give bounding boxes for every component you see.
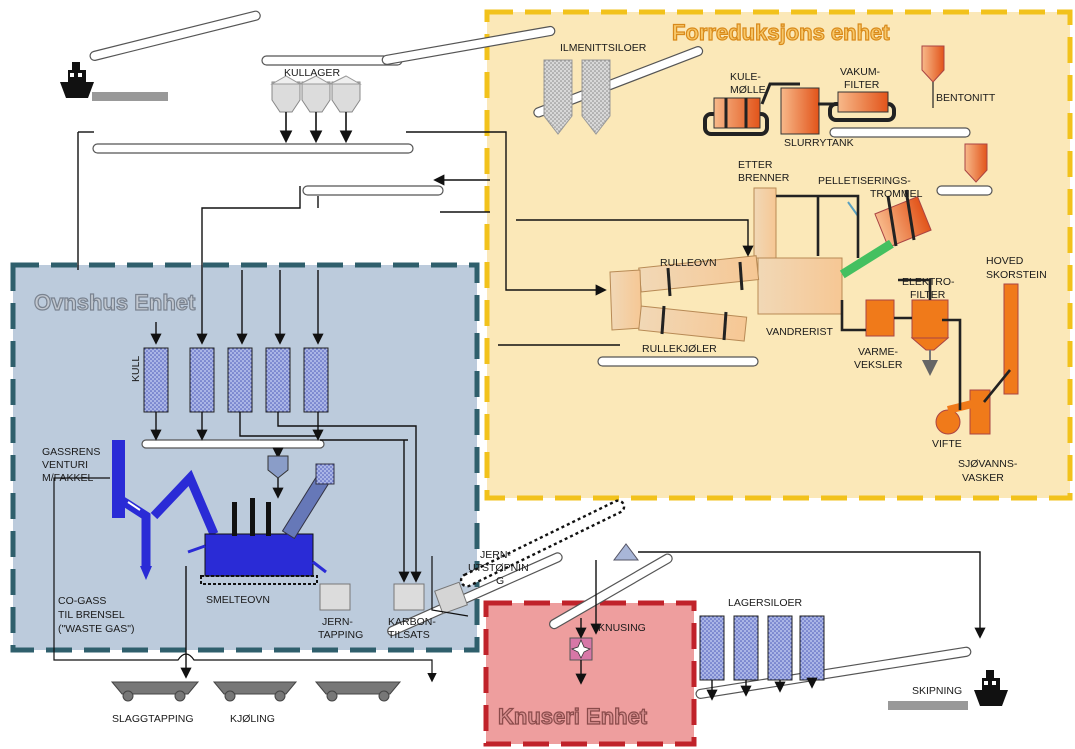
casting-hopper xyxy=(434,581,468,615)
knuseri-arrows xyxy=(575,551,986,685)
pelletising-feed-silo xyxy=(964,143,988,183)
label-jerntapping-2: TAPPING xyxy=(318,629,363,641)
label-jernutstopning-1: JERN- xyxy=(480,549,511,561)
gas-duct-blue xyxy=(115,494,151,566)
label-kull: KULL xyxy=(130,356,142,382)
label-slurrytank: SLURRYTANK xyxy=(784,137,854,149)
ship-icon xyxy=(60,62,94,98)
label-hovedskorstein-1: HOVED xyxy=(986,255,1024,267)
quay-west xyxy=(92,92,168,101)
feed-hopper xyxy=(267,455,289,479)
label-karbontilsats-1: KARBON- xyxy=(388,616,436,628)
ovnshus-silos xyxy=(143,347,329,413)
karbontilsats-box xyxy=(393,583,425,611)
label-etterbrenner-2: BRENNER xyxy=(738,172,790,184)
label-cogass-2: TIL BRENSEL xyxy=(58,609,125,621)
label-pelletiseringstrommel-2: TROMMEL xyxy=(870,188,923,200)
quay-east xyxy=(888,701,968,710)
label-rullekjoler: RULLEKJØLER xyxy=(642,343,717,355)
etterbrenner xyxy=(753,187,777,259)
lager-silos xyxy=(699,615,825,681)
waste-gas-line xyxy=(53,477,437,683)
label-vifte: VIFTE xyxy=(932,438,962,450)
label-varmeveksler-1: VARME- xyxy=(858,346,899,358)
label-jernutstopning-2: UTSTØPNIN xyxy=(468,562,529,574)
ilmenitt-silos xyxy=(543,59,611,135)
label-knusing: KNUSING xyxy=(598,622,646,634)
knuseri-unit-area xyxy=(483,600,697,747)
label-elektrofilter-1: ELEKTRO- xyxy=(902,276,955,288)
label-vakumfilter-2: FILTER xyxy=(844,79,880,91)
label-ilmenittsiloer: ILMENITTSILOER xyxy=(560,42,647,54)
label-cogass-3: ("WASTE GAS") xyxy=(58,623,134,635)
casting-line xyxy=(431,556,469,617)
label-etterbrenner-1: ETTER xyxy=(738,159,773,171)
label-lagersiloer: LAGERSILOER xyxy=(728,597,803,609)
jerntapping-box xyxy=(319,583,351,611)
label-kulemolle-1: KULE- xyxy=(730,71,761,83)
label-rulleovn: RULLEOVN xyxy=(660,257,717,269)
label-jernutstopning-3: G xyxy=(496,575,504,587)
label-bentonitt: BENTONITT xyxy=(936,92,996,104)
vandrerist xyxy=(757,257,843,315)
label-karbontilsats-2: TILSATS xyxy=(388,629,430,641)
label-gassrens-2: VENTURI xyxy=(42,459,88,471)
smelteovn-base xyxy=(200,575,318,585)
forreduksjon-title: Forreduksjons enhet xyxy=(672,20,890,45)
casting-triangle xyxy=(613,543,639,561)
casting-chain-conveyor xyxy=(459,499,626,588)
label-varmeveksler-2: VEKSLER xyxy=(854,359,903,371)
smelteovn xyxy=(204,533,314,577)
kullager-hoppers xyxy=(271,81,361,113)
conveyors xyxy=(89,10,993,699)
slag-wagons xyxy=(110,681,402,702)
label-kulemolle-2: MØLLE xyxy=(730,84,766,96)
label-pelletiseringstrommel-1: PELLETISERINGS- xyxy=(818,175,911,187)
label-sjovannsvasker-2: VASKER xyxy=(962,472,1004,484)
label-gassrens-1: GASSRENS xyxy=(42,446,100,458)
label-kullager: KULLAGER xyxy=(284,67,340,79)
lager-feed-arrows xyxy=(706,677,818,701)
silo-feed-lines xyxy=(77,131,754,583)
label-vakumfilter-1: VAKUM- xyxy=(840,66,881,78)
ship-icon xyxy=(974,670,1008,706)
kullager-roof xyxy=(270,75,362,85)
vifte xyxy=(935,409,961,435)
label-cogass-1: CO-GASS xyxy=(58,595,106,607)
label-hovedskorstein-2: SKORSTEIN xyxy=(986,269,1047,281)
label-smelteovn: SMELTEOVN xyxy=(206,594,270,606)
gas-ducts xyxy=(776,194,1012,410)
bentonitt-silo xyxy=(921,45,945,83)
green-conveyor xyxy=(839,239,894,279)
label-kjoling: KJØLING xyxy=(230,713,275,725)
slurry-pipe xyxy=(760,82,800,105)
knuseri-title: Knuseri Enhet xyxy=(498,704,648,729)
gas-duct-blue-2 xyxy=(150,469,219,536)
hovedskorstein xyxy=(1003,283,1019,395)
label-gassrens-3: M/FAKKEL xyxy=(42,472,94,484)
kullager-feed-arrows xyxy=(279,112,353,144)
vakumfilter xyxy=(837,91,889,113)
slurrytank xyxy=(780,87,820,135)
rulleovn xyxy=(609,255,760,331)
label-sjovannsvasker-1: SJØVANNS- xyxy=(958,458,1018,470)
rullekjoler xyxy=(638,305,748,342)
varmeveksler xyxy=(865,299,895,337)
label-vandrerist: VANDRERIST xyxy=(766,326,833,338)
label-skipning: SKIPNING xyxy=(912,685,962,697)
kulemolle xyxy=(713,97,761,129)
label-jerntapping-1: JERN- xyxy=(322,616,353,628)
label-slaggtapping: SLAGGTAPPING xyxy=(112,713,194,725)
label-elektrofilter-2: FILTER xyxy=(910,289,946,301)
ovnshus-title: Ovnshus Enhet xyxy=(34,290,196,315)
